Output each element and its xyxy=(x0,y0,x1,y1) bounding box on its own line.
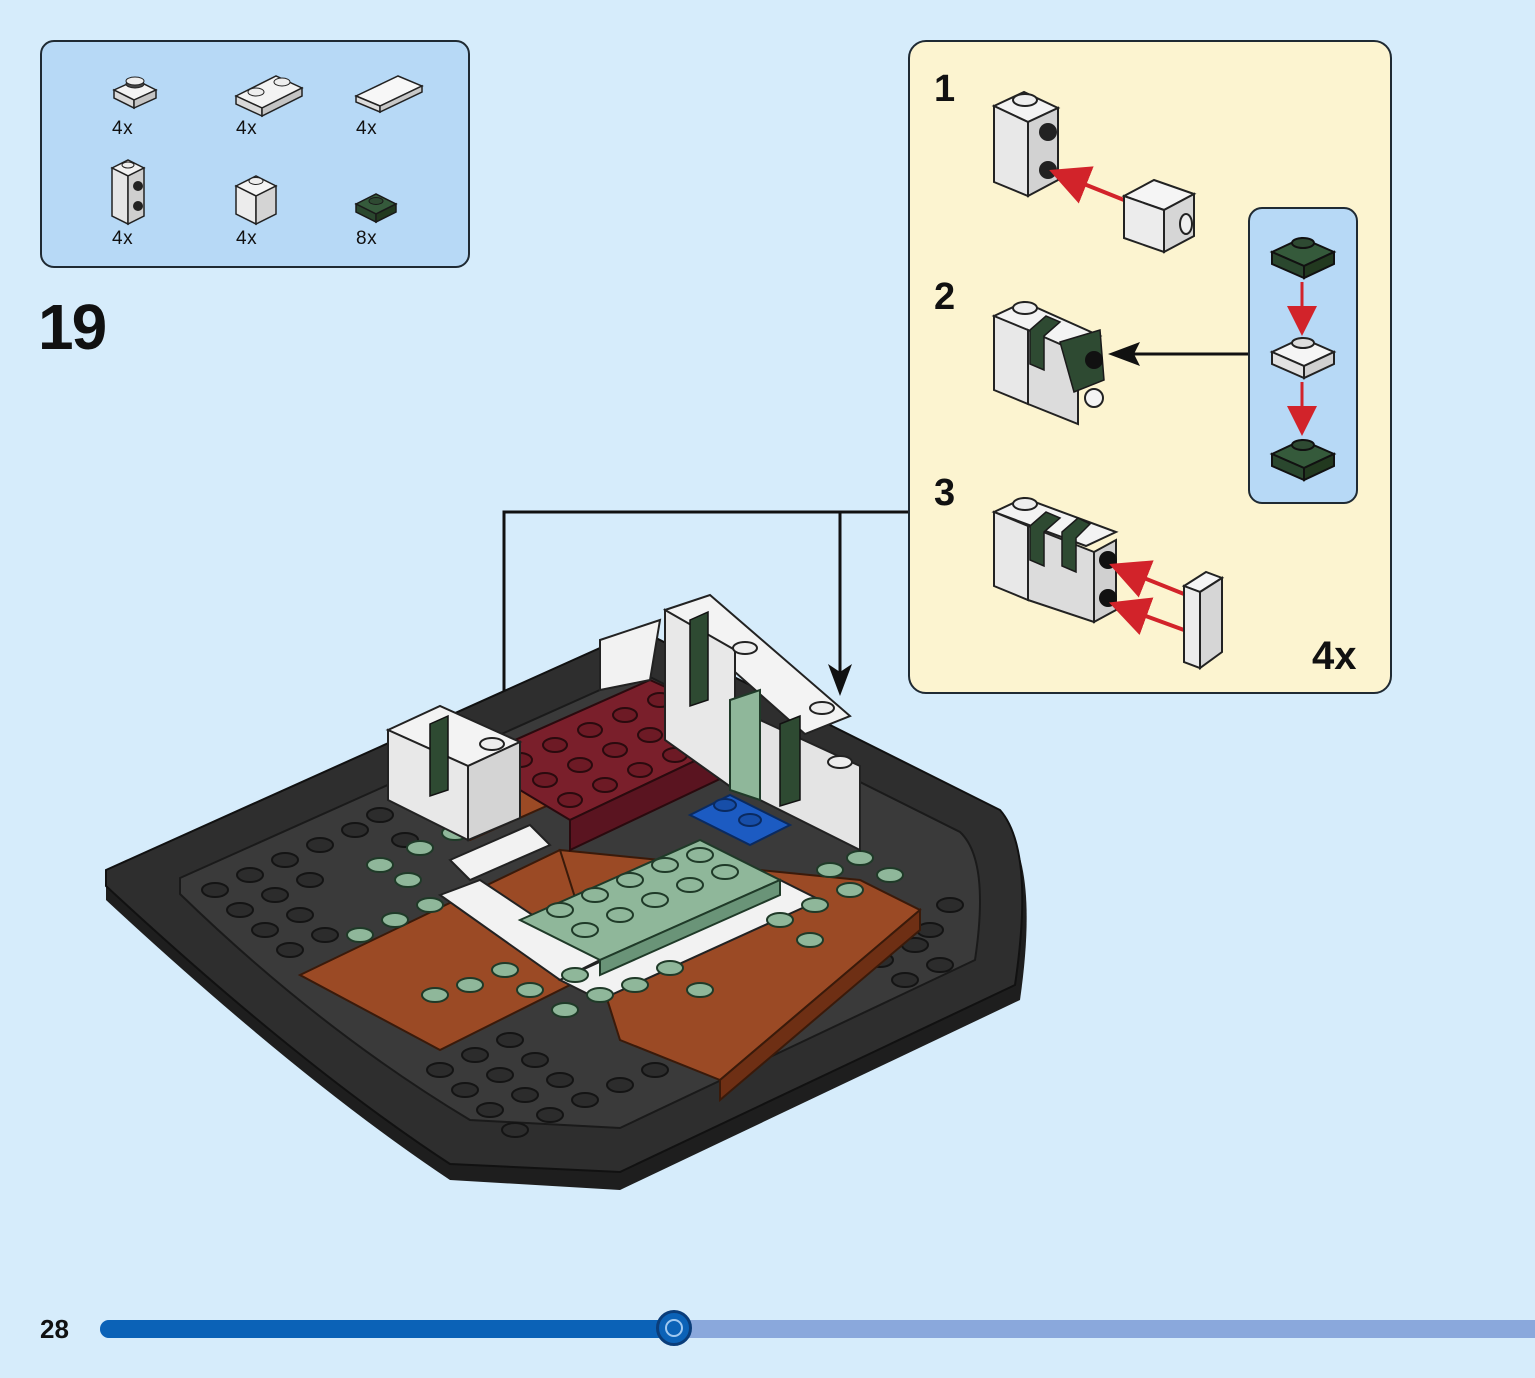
sub-sub-assembly-panel xyxy=(1248,207,1358,504)
part-qty: 4x xyxy=(236,118,258,139)
brick-1x1-studs-side-icon xyxy=(110,159,146,226)
multiplier-label: 4x xyxy=(1312,634,1357,678)
part-item: 4x xyxy=(210,52,304,162)
progress-bar xyxy=(100,1310,1535,1346)
plate-1x1-dark-green-icon xyxy=(354,193,398,224)
part-item: 8x xyxy=(332,150,422,260)
part-item: 4x xyxy=(84,52,174,162)
sand-green-studs xyxy=(346,825,904,1018)
part-qty: 4x xyxy=(112,228,134,249)
page-number: 28 xyxy=(40,1314,69,1344)
white-tile-frame xyxy=(437,618,823,1002)
plate-1x2-jumper-icon xyxy=(234,75,304,118)
part-qty: 4x xyxy=(236,228,258,249)
sub-step-number: 3 xyxy=(934,472,956,514)
part-qty: 4x xyxy=(356,118,378,139)
part-item: 4x xyxy=(332,52,424,162)
progress-knob[interactable] xyxy=(656,1310,692,1346)
white-column-left xyxy=(385,704,523,842)
sub-step-number: 1 xyxy=(934,68,956,110)
part-qty: 4x xyxy=(112,118,134,139)
plate-1x1-round-icon xyxy=(112,76,158,110)
part-item: 4x xyxy=(84,150,174,260)
white-column-right xyxy=(663,593,861,852)
blue-plate xyxy=(687,793,793,847)
part-qty: 8x xyxy=(356,228,378,249)
brick-1x1-white-icon xyxy=(234,175,278,226)
part-item: 4x xyxy=(210,150,300,260)
step-number: 19 xyxy=(38,291,107,363)
progress-fill xyxy=(100,1320,674,1338)
sub-step-number: 2 xyxy=(934,276,956,318)
parts-list-panel: 4x 4x 4x 4x xyxy=(40,40,470,268)
tile-1x2-icon xyxy=(354,75,424,114)
model-illustration xyxy=(105,593,1027,1190)
